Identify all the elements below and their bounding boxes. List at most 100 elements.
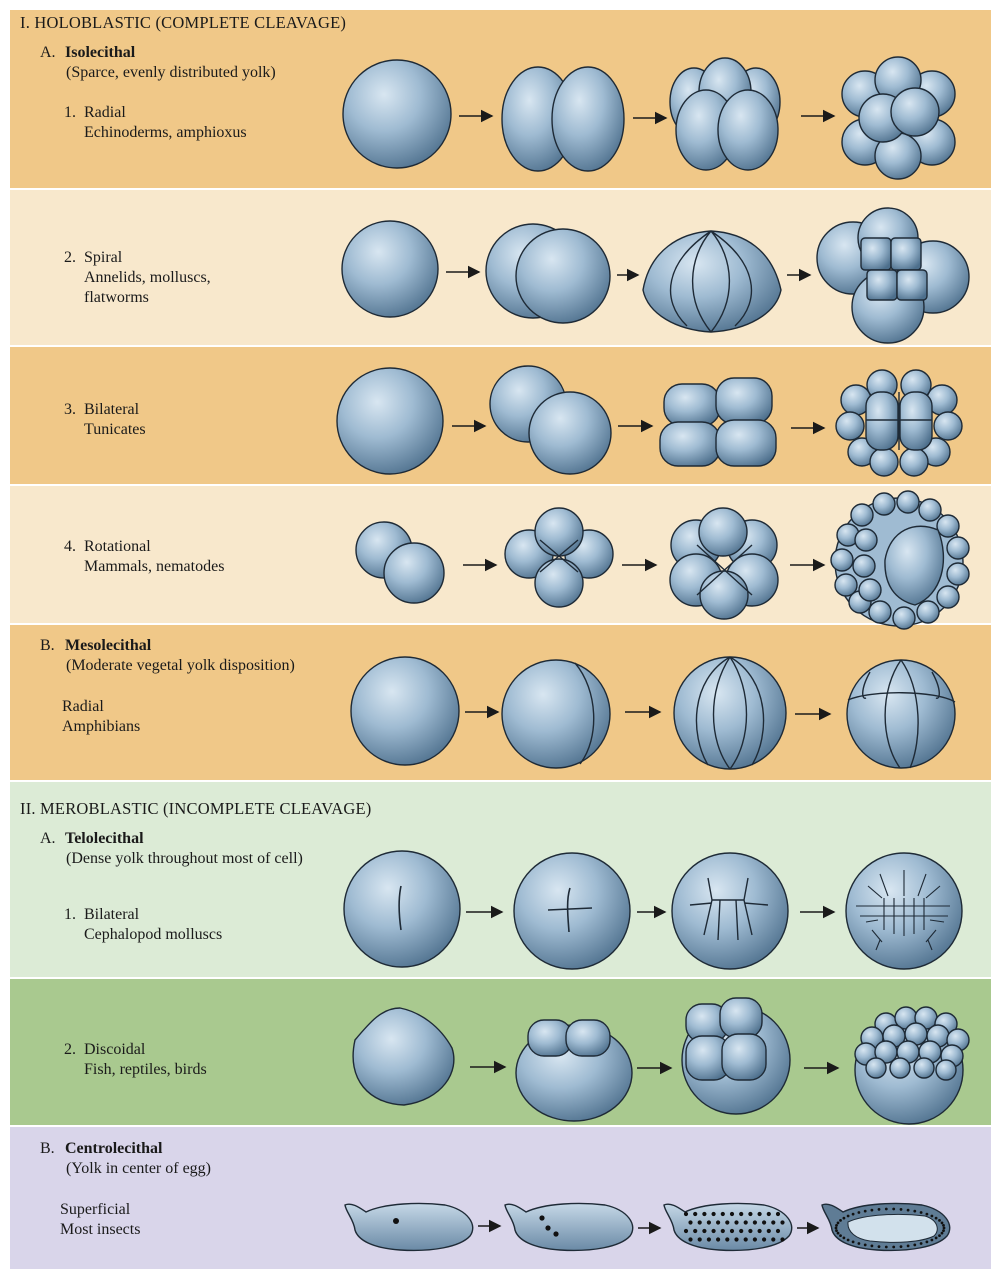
blastoderm-dot <box>907 1209 910 1212</box>
blastoderm-dot <box>935 1217 938 1220</box>
blastoderm-dot <box>871 1209 874 1212</box>
rotational-stage-1 <box>356 522 444 603</box>
blastoderm-dot <box>878 1208 881 1211</box>
nucleus-dot <box>776 1229 780 1233</box>
blastoderm-dot <box>913 1244 916 1247</box>
superficial-stage-2 <box>505 1203 633 1250</box>
blastoderm-dot <box>858 1242 861 1245</box>
nucleus-dot <box>702 1212 706 1216</box>
spiral-stage-4 <box>643 231 781 332</box>
blastoderm-dot <box>885 1246 888 1249</box>
blastoderm-dot <box>900 1245 903 1248</box>
blastoderm-dot <box>931 1239 934 1242</box>
blastoderm-dot <box>942 1224 945 1227</box>
nucleus-dot <box>693 1229 697 1233</box>
nucleus-dot <box>762 1220 766 1224</box>
blastoderm-dot <box>835 1227 838 1230</box>
nucleus-dot <box>698 1220 702 1224</box>
superficial-stage-1 <box>345 1203 473 1250</box>
mesolecithal-stage-8 <box>847 660 955 768</box>
nucleus-dot <box>753 1237 757 1241</box>
blastoderm-dot <box>941 1222 944 1225</box>
blastoderm-dot <box>892 1208 895 1211</box>
nucleus-dot <box>739 1212 743 1216</box>
blastoderm-dot <box>900 1208 903 1211</box>
blastoderm-dot <box>839 1234 842 1237</box>
bilateral-stage-2 <box>490 366 611 474</box>
discoidal-stage-2 <box>516 1020 632 1121</box>
blastoderm-dot <box>878 1245 881 1248</box>
nucleus-dot <box>707 1237 711 1241</box>
nucleus-dot <box>753 1220 757 1224</box>
blastoderm-dot <box>942 1229 945 1232</box>
blastoderm-dot <box>852 1241 855 1244</box>
cephalopod-stage-2 <box>514 853 630 969</box>
radial-stage-8 <box>842 57 955 179</box>
nucleus-dot <box>698 1237 702 1241</box>
bilateral-stage-8 <box>660 378 776 466</box>
cephalopod-stage-many <box>846 853 962 969</box>
mesolecithal-stage-2 <box>502 660 610 768</box>
rotational-stage-4 <box>505 508 613 607</box>
nucleus-dot <box>730 1229 734 1233</box>
nucleus-dot <box>684 1212 688 1216</box>
nucleus-dot <box>739 1229 743 1233</box>
blastoderm-dot <box>938 1234 941 1237</box>
blastoderm-dot <box>852 1213 855 1216</box>
blastoderm-dot <box>913 1210 916 1213</box>
blastoderm-dot <box>847 1215 850 1218</box>
nucleus-dot <box>716 1220 720 1224</box>
bilateral-stage-1 <box>337 368 443 474</box>
blastoderm-dot <box>943 1227 946 1230</box>
rotational-morula <box>831 491 969 629</box>
superficial-stage-4 <box>822 1203 950 1250</box>
nucleus-dot <box>721 1212 725 1216</box>
bilateral-stage-16 <box>836 370 962 476</box>
nucleus-dot <box>734 1237 738 1241</box>
blastoderm-dot <box>892 1246 895 1249</box>
nucleus-dot <box>744 1220 748 1224</box>
blastoderm-dot <box>885 1208 888 1211</box>
spiral-stage-8 <box>817 208 969 343</box>
nucleus-dot <box>762 1237 766 1241</box>
cephalopod-stage-1 <box>344 851 460 967</box>
blastoderm-dot <box>926 1241 929 1244</box>
nucleus-dot <box>776 1212 780 1216</box>
blastoderm-dot <box>835 1229 838 1232</box>
discoidal-stage-many <box>855 1007 969 1124</box>
blastoderm-dot <box>935 1237 938 1240</box>
discoidal-stage-4 <box>682 998 790 1114</box>
blastoderm-dot <box>941 1232 944 1235</box>
mesolecithal-stage-4 <box>674 657 786 769</box>
nucleus-dot <box>702 1229 706 1233</box>
discoidal-stage-1 <box>353 1008 454 1105</box>
spiral-stage-2 <box>486 224 610 323</box>
nucleus-dot <box>693 1212 697 1216</box>
nucleus-dot <box>688 1237 692 1241</box>
blastoderm-dot <box>847 1239 850 1242</box>
nucleus-dot <box>721 1229 725 1233</box>
nucleus-dot <box>744 1237 748 1241</box>
blastoderm-dot <box>837 1232 840 1235</box>
nucleus-dot <box>748 1212 752 1216</box>
blastoderm-dot <box>843 1237 846 1240</box>
blastoderm-dot <box>931 1215 934 1218</box>
nucleus-dot <box>688 1220 692 1224</box>
spiral-stage-1 <box>342 221 438 317</box>
blastoderm-dot <box>871 1245 874 1248</box>
blastoderm-dot <box>920 1242 923 1245</box>
nucleus-dot <box>712 1229 716 1233</box>
blastoderm-dot <box>864 1210 867 1213</box>
superficial-stage-3 <box>664 1203 792 1250</box>
nucleus-dot <box>734 1220 738 1224</box>
radial-stage-2 <box>502 67 624 171</box>
nucleus-dot <box>712 1212 716 1216</box>
mesolecithal-stage-1 <box>351 657 459 765</box>
nucleus-dot <box>725 1237 729 1241</box>
nucleus-dot <box>725 1220 729 1224</box>
rotational-stage-8 <box>670 508 778 619</box>
blastoderm-dot <box>843 1217 846 1220</box>
nucleus-dot <box>767 1212 771 1216</box>
blastoderm-dot <box>839 1219 842 1222</box>
